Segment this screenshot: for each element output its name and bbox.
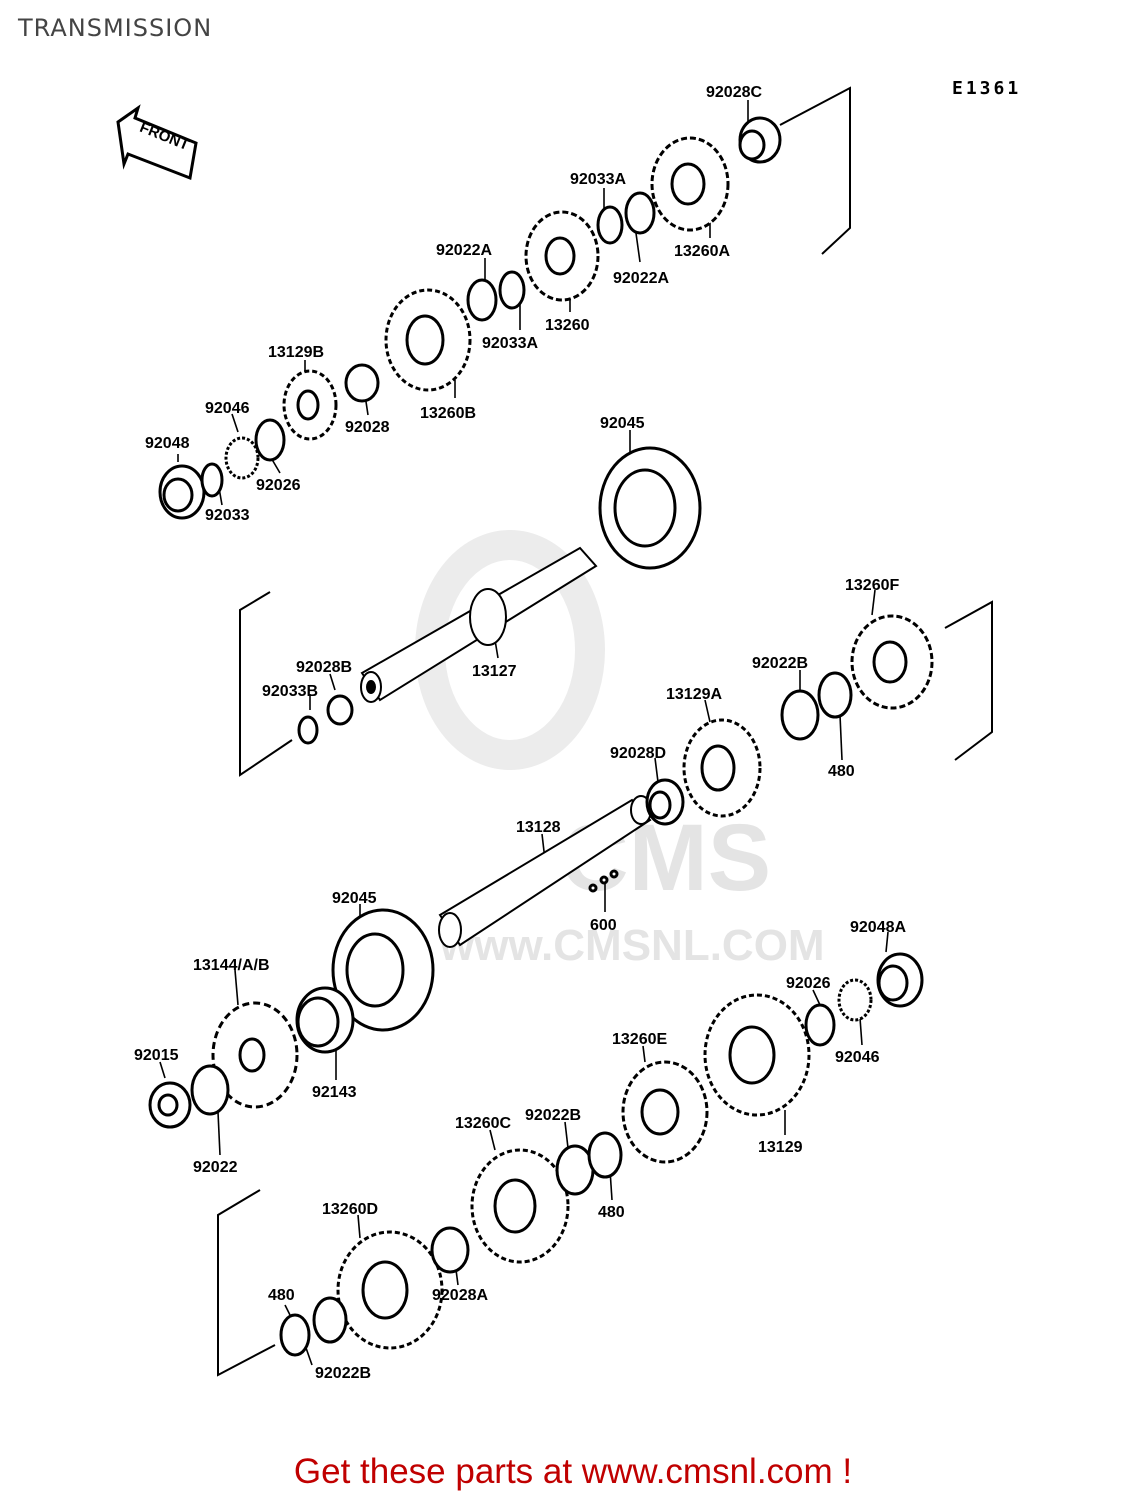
part-label-92022A[interactable]: 92022A — [436, 242, 492, 259]
watermark-url: www.CMSNL.COM — [439, 921, 825, 970]
washer-92022B-left — [312, 1296, 348, 1344]
part-label-92022B[interactable]: 92022B — [525, 1107, 581, 1124]
part-label-480[interactable]: 480 — [828, 763, 855, 780]
part-label-13260F[interactable]: 13260F — [845, 577, 899, 594]
shaft-13128 — [438, 795, 652, 948]
collar-92048 — [158, 464, 206, 520]
part-label-92028[interactable]: 92028 — [345, 419, 390, 436]
part-label-13260C[interactable]: 13260C — [455, 1115, 511, 1132]
collar-92048A — [876, 952, 924, 1008]
part-label-92033A[interactable]: 92033A — [570, 171, 626, 188]
bushing-92028B — [326, 694, 354, 726]
part-label-13260A[interactable]: 13260A — [674, 243, 730, 260]
bushing-92028C — [738, 116, 782, 164]
part-label-13260[interactable]: 13260 — [545, 317, 590, 334]
front-arrow-icon: FRONT — [116, 104, 198, 181]
washer-92026-top — [254, 418, 286, 462]
part-label-13129B[interactable]: 13129B — [268, 344, 324, 361]
part-label-13260D[interactable]: 13260D — [322, 1201, 378, 1218]
ball-bearing-92045-low — [331, 908, 435, 1032]
part-label-13260B[interactable]: 13260B — [420, 405, 476, 422]
part-label-92045[interactable]: 92045 — [332, 890, 377, 907]
part-label-92022A[interactable]: 92022A — [613, 270, 669, 287]
bushing-92028D — [645, 778, 685, 826]
washer-92022 — [190, 1064, 230, 1116]
circlip-92033 — [200, 462, 224, 498]
circlip-480-left — [279, 1313, 311, 1357]
diagram-code: E1361 — [952, 78, 1022, 99]
part-label-13144AB[interactable]: 13144/A/B — [193, 957, 270, 974]
ball-bearing-92045-top — [598, 446, 702, 570]
needle-bearing-92028 — [344, 363, 380, 403]
part-label-92046[interactable]: 92046 — [835, 1049, 880, 1066]
circlip-92033A-top — [596, 205, 624, 245]
part-label-92033B[interactable]: 92033B — [262, 683, 318, 700]
gear-13260C — [470, 1148, 570, 1264]
gear-13129 — [703, 993, 811, 1117]
part-label-92028A[interactable]: 92028A — [432, 1287, 488, 1304]
pin-600 — [588, 869, 619, 893]
gear-13260E — [621, 1060, 709, 1164]
circlip-480-right — [817, 671, 853, 719]
spacer-92143 — [295, 986, 355, 1054]
part-label-92033[interactable]: 92033 — [205, 507, 250, 524]
part-label-13129A[interactable]: 13129A — [666, 686, 722, 703]
gear-13260 — [524, 210, 600, 302]
part-label-13129[interactable]: 13129 — [758, 1139, 803, 1156]
group-brackets — [217, 86, 993, 1377]
sprocket-13144AB — [211, 1001, 299, 1109]
gear-13260D — [336, 1230, 444, 1350]
gear-13260B — [384, 288, 472, 392]
part-label-92048[interactable]: 92048 — [145, 435, 190, 452]
needle-bearing-92046-low — [837, 978, 873, 1022]
footer-link[interactable]: Get these parts at www.cmsnl.com ! — [293, 1452, 853, 1491]
gear-13129B — [282, 369, 338, 441]
part-label-92026[interactable]: 92026 — [256, 477, 301, 494]
gear-13260A — [650, 136, 730, 232]
part-label-92026[interactable]: 92026 — [786, 975, 831, 992]
shaft-13127 — [360, 546, 598, 703]
part-label-92028C[interactable]: 92028C — [706, 84, 762, 101]
part-label-92033A[interactable]: 92033A — [482, 335, 538, 352]
washer-92022A-left — [466, 278, 498, 322]
page-title: TRANSMISSION — [18, 14, 213, 42]
gear-13129A — [682, 718, 762, 818]
circlip-480-mid — [587, 1131, 623, 1179]
washer-92022B-right — [780, 689, 820, 741]
circlip-92033B — [297, 715, 319, 745]
part-label-92022B[interactable]: 92022B — [315, 1365, 371, 1382]
part-label-92048A[interactable]: 92048A — [850, 919, 906, 936]
part-label-480[interactable]: 480 — [598, 1204, 625, 1221]
part-label-92143[interactable]: 92143 — [312, 1084, 357, 1101]
part-label-92045[interactable]: 92045 — [600, 415, 645, 432]
part-label-92015[interactable]: 92015 — [134, 1047, 179, 1064]
washer-92022A-right — [624, 191, 656, 235]
part-label-92022[interactable]: 92022 — [193, 1159, 238, 1176]
part-label-13260E[interactable]: 13260E — [612, 1031, 667, 1048]
part-label-92028D[interactable]: 92028D — [610, 745, 666, 762]
washer-92026-low — [804, 1003, 836, 1047]
part-label-92022B[interactable]: 92022B — [752, 655, 808, 672]
nut-92015 — [148, 1081, 192, 1129]
part-label-13127[interactable]: 13127 — [472, 663, 517, 680]
gear-13260F — [850, 614, 934, 710]
needle-bearing-92046-top — [224, 436, 260, 480]
part-labels: 92028C 92033A 13260A 92022A 92022A 13260… — [134, 84, 906, 1382]
part-label-480[interactable]: 480 — [268, 1287, 295, 1304]
circlip-92033A-low — [498, 270, 526, 310]
part-label-92046[interactable]: 92046 — [205, 400, 250, 417]
part-label-13128[interactable]: 13128 — [516, 819, 561, 836]
part-label-92028B[interactable]: 92028B — [296, 659, 352, 676]
needle-bearing-92028A — [430, 1226, 470, 1274]
part-label-600[interactable]: 600 — [590, 917, 617, 934]
